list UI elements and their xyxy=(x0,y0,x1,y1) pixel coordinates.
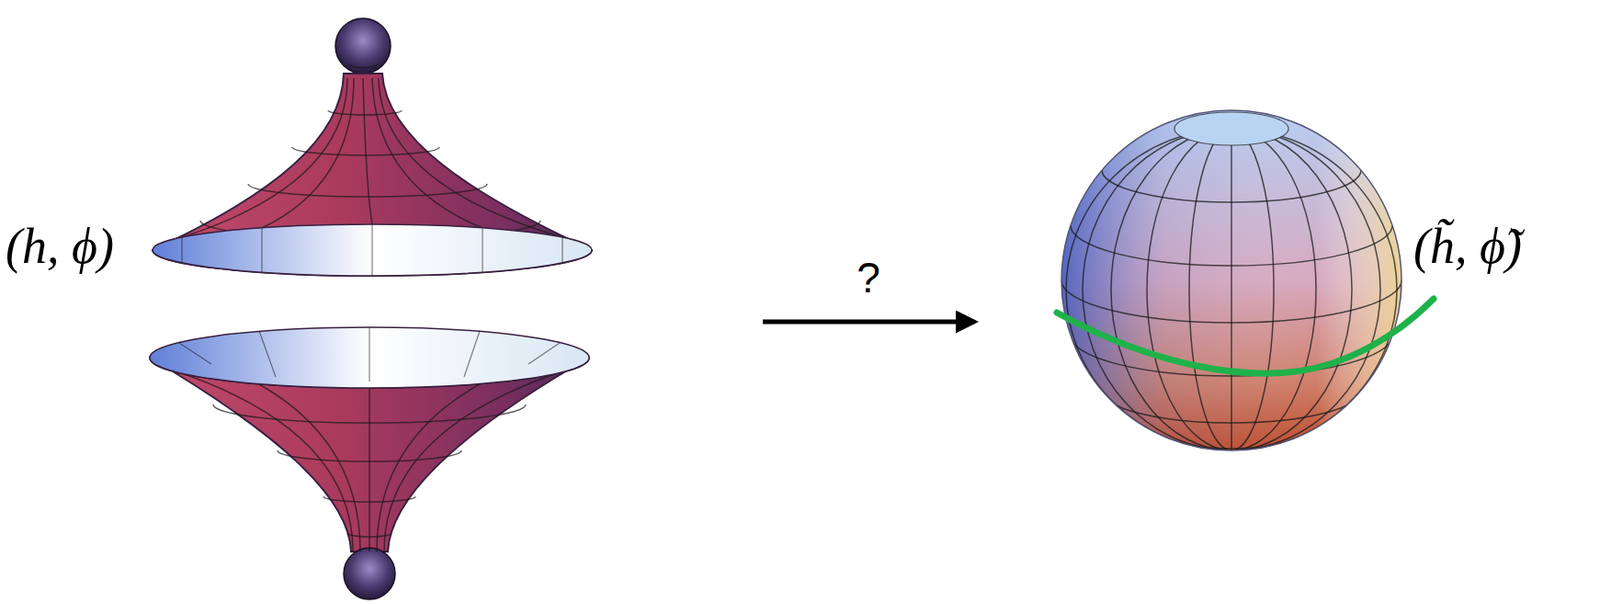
grid-line xyxy=(378,78,563,238)
grid-line xyxy=(464,330,480,377)
cone-grid xyxy=(181,64,563,239)
grid-line xyxy=(1111,128,1232,451)
grid-line xyxy=(368,327,370,382)
grid-line xyxy=(179,342,212,364)
map-arrow xyxy=(762,319,975,325)
grid-line xyxy=(1231,128,1381,451)
grid-line xyxy=(260,227,262,273)
grid-line xyxy=(1231,128,1352,451)
sphere-outline xyxy=(1061,110,1402,451)
lower-cone-rim xyxy=(149,327,590,388)
grid-line xyxy=(384,372,560,552)
grid-line xyxy=(1231,128,1397,451)
coordinate-label: (h, ϕ) xyxy=(5,216,114,277)
grid-line xyxy=(481,227,483,273)
grid-line xyxy=(561,237,563,263)
upper-cone-rim xyxy=(152,224,592,276)
upper-cone xyxy=(152,73,592,276)
cone-bulb xyxy=(343,547,396,600)
sphere: (h̃, ϕ̃) xyxy=(974,0,1600,604)
grid-line xyxy=(363,78,373,225)
cone-pair: (h, ϕ) xyxy=(0,0,763,604)
grid-line xyxy=(349,64,378,69)
sphere-shade xyxy=(1061,110,1402,451)
grid-line xyxy=(372,78,483,228)
grid-line xyxy=(376,384,480,552)
grid-line xyxy=(1189,128,1232,451)
hyperboloid-illustration xyxy=(0,0,763,604)
grid-line xyxy=(181,78,348,238)
grid-line xyxy=(1231,128,1317,451)
grid-line xyxy=(181,237,182,263)
grid-line xyxy=(1146,128,1232,451)
arrow-label: ? xyxy=(856,254,881,302)
grid-line xyxy=(1231,128,1274,451)
grid-line xyxy=(328,110,402,115)
grid-line xyxy=(1230,128,1233,451)
grid-line xyxy=(371,224,373,276)
cone-bulb xyxy=(335,18,391,74)
rim-grid xyxy=(179,327,560,382)
coordinate-label: (h̃, ϕ̃) xyxy=(1413,216,1522,277)
grid-line xyxy=(1082,128,1232,451)
grid-line xyxy=(368,387,371,552)
rim-grid xyxy=(181,224,563,276)
sphere-illustration xyxy=(974,0,1600,604)
grid-line xyxy=(528,342,560,364)
grid-line xyxy=(1066,128,1232,451)
grid-line xyxy=(179,372,353,552)
cone-grid xyxy=(179,372,560,552)
sphere-body xyxy=(1061,110,1402,451)
green-curve xyxy=(1056,298,1434,374)
grid-line xyxy=(259,330,276,377)
grid-line xyxy=(261,78,354,228)
pole-cap xyxy=(1174,112,1289,146)
grid-line xyxy=(259,384,361,552)
